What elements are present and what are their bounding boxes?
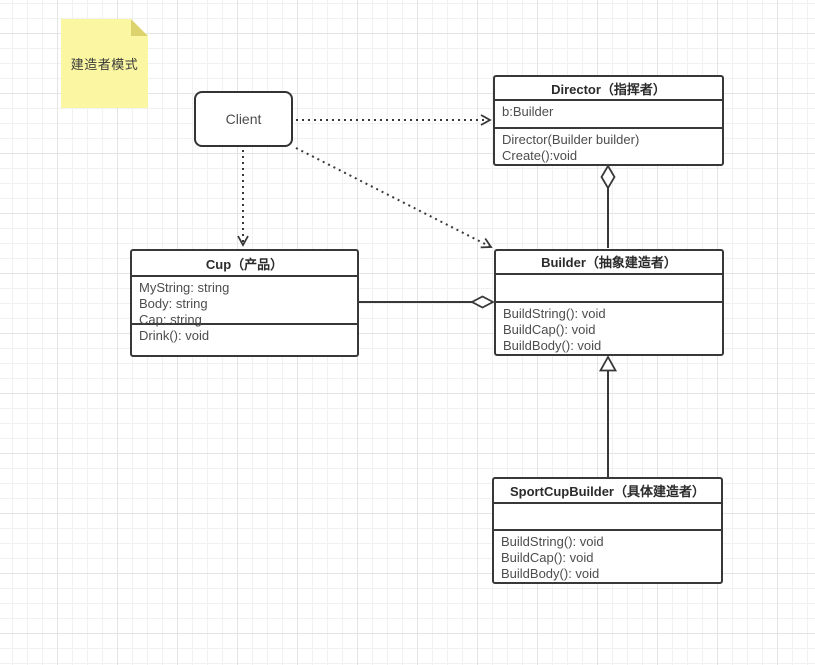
method: BuildCap(): void [501,550,594,565]
open-triangle-icon [598,355,618,372]
class-client[interactable]: Client [194,91,293,147]
attribute: Body: string [139,296,208,311]
attribute: b:Builder [502,104,554,120]
class-sportcupbuilder-attributes [494,504,721,531]
open-diamond-icon [600,164,616,190]
attribute: MyString: string [139,280,230,295]
method: Create():void [502,148,578,163]
class-director-methods: Director(Builder builder) Create():void [495,129,722,164]
edge-director-builder-aggregation[interactable] [600,164,616,248]
class-cup-attributes: MyString: string Body: string Cap: strin… [132,277,357,327]
method: BuildBody(): void [501,566,600,581]
class-director[interactable]: Director（指挥者） b:Builder Director(Builder… [493,75,724,166]
class-director-attributes: b:Builder [495,101,722,129]
method: BuildBody(): void [503,338,602,353]
attribute: Cap: string [139,312,202,327]
class-cup-title: Cup（产品） [132,251,357,277]
class-builder-methods: BuildString(): void BuildCap(): void Bui… [496,303,722,354]
method: BuildString(): void [501,534,604,549]
method: BuildString(): void [503,306,606,321]
method: Director(Builder builder) [502,132,640,147]
class-sportcupbuilder[interactable]: SportCupBuilder（具体建造者） BuildString(): vo… [492,477,723,584]
class-client-title: Client [225,111,262,127]
class-builder-attributes [496,275,722,303]
edge-sportcupbuilder-builder-inheritance[interactable] [598,355,618,477]
class-sportcupbuilder-title: SportCupBuilder（具体建造者） [494,479,721,504]
edge-cup-builder-aggregation[interactable] [359,295,495,309]
method: BuildCap(): void [503,322,596,337]
method: Drink(): void [139,328,210,343]
class-builder-title: Builder（抽象建造者） [496,251,722,275]
open-diamond-icon [470,295,495,309]
edge-client-builder-dependency[interactable] [295,147,493,249]
sticky-note[interactable]: 建造者模式 [61,19,148,108]
class-director-title: Director（指挥者） [495,77,722,102]
class-cup-methods: Drink(): void [132,325,357,355]
note-text: 建造者模式 [70,57,139,72]
class-builder[interactable]: Builder（抽象建造者） BuildString(): void Build… [494,249,724,356]
class-cup[interactable]: Cup（产品） MyString: string Body: string Ca… [130,249,359,357]
class-sportcupbuilder-methods: BuildString(): void BuildCap(): void Bui… [494,531,721,582]
